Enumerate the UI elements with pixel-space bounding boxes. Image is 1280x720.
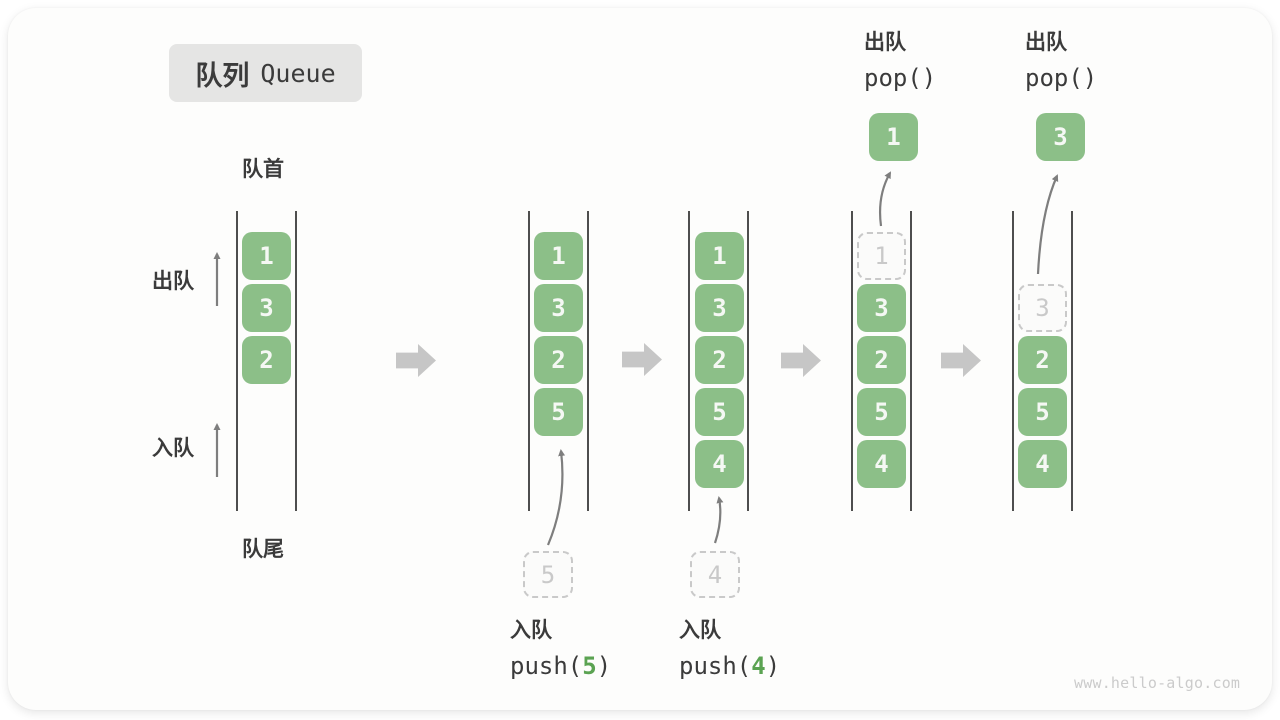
q4-cell: 4 — [857, 440, 906, 488]
q5-cell: 4 — [1018, 440, 1067, 488]
q5-pop-label-zh: 出队 — [1025, 31, 1067, 54]
q3-cell: 5 — [695, 388, 744, 436]
q5-cell: 5 — [1018, 388, 1067, 436]
push-arg: 4 — [751, 652, 766, 680]
q4-cell: 2 — [857, 336, 906, 384]
q4-pop-label: 出队 pop() — [864, 29, 936, 93]
q5-popped-cell: 3 — [1036, 113, 1085, 161]
q1-cell: 3 — [242, 284, 291, 332]
q2-cell: 5 — [534, 388, 583, 436]
label-queue-rear: 队尾 — [242, 538, 284, 561]
title-zh: 队列 — [195, 60, 250, 91]
q4-cell: 3 — [857, 284, 906, 332]
q4-pop-label-zh: 出队 — [864, 31, 906, 54]
q3-cell: 3 — [695, 284, 744, 332]
q5-pop-label: 出队 pop() — [1025, 29, 1097, 93]
watermark: www.hello-algo.com — [1074, 674, 1241, 692]
q2-push-label-code: push(5) — [510, 652, 612, 680]
q3-cell: 1 — [695, 232, 744, 280]
q2-push-label: 入队 push(5) — [510, 617, 611, 681]
q1-cell: 2 — [242, 336, 291, 384]
q4-cell: 5 — [857, 388, 906, 436]
q3-push-label-code: push(4) — [679, 652, 781, 680]
q2-cell: 1 — [534, 232, 583, 280]
queue2-walls — [528, 211, 589, 511]
q3-cell: 4 — [695, 440, 744, 488]
q3-push-label-zh: 入队 — [679, 619, 721, 642]
q2-cell: 3 — [534, 284, 583, 332]
queue4-walls — [851, 211, 912, 511]
q3-cell: 2 — [695, 336, 744, 384]
q5-removed-cell: 3 — [1018, 284, 1067, 332]
label-queue-front: 队首 — [242, 158, 284, 181]
label-enqueue: 入队 — [152, 437, 194, 460]
q1-cell: 1 — [242, 232, 291, 280]
q4-pop-arrow-icon — [878, 171, 891, 227]
q2-cell: 2 — [534, 336, 583, 384]
q4-pop-label-code: pop() — [864, 64, 937, 92]
q2-push-label-zh: 入队 — [510, 619, 552, 642]
q3-enqueue-arrow-icon — [713, 496, 724, 544]
queue1-walls — [236, 211, 297, 511]
queue3-walls — [688, 211, 749, 511]
q4-popped-cell: 1 — [869, 113, 918, 161]
title-box: 队列 Queue — [169, 44, 362, 102]
queue5-walls — [1012, 211, 1073, 511]
q5-pop-arrow-icon — [1036, 174, 1059, 275]
q3-pending-cell: 4 — [690, 551, 740, 598]
q5-cell: 2 — [1018, 336, 1067, 384]
q2-pending-cell: 5 — [523, 551, 573, 598]
q2-enqueue-arrow-icon — [546, 449, 566, 546]
label-dequeue: 出队 — [152, 270, 194, 293]
q4-removed-cell: 1 — [857, 232, 906, 280]
q5-pop-label-code: pop() — [1025, 64, 1098, 92]
title-en: Queue — [260, 58, 336, 88]
q3-push-label: 入队 push(4) — [679, 617, 780, 681]
push-arg: 5 — [582, 652, 597, 680]
